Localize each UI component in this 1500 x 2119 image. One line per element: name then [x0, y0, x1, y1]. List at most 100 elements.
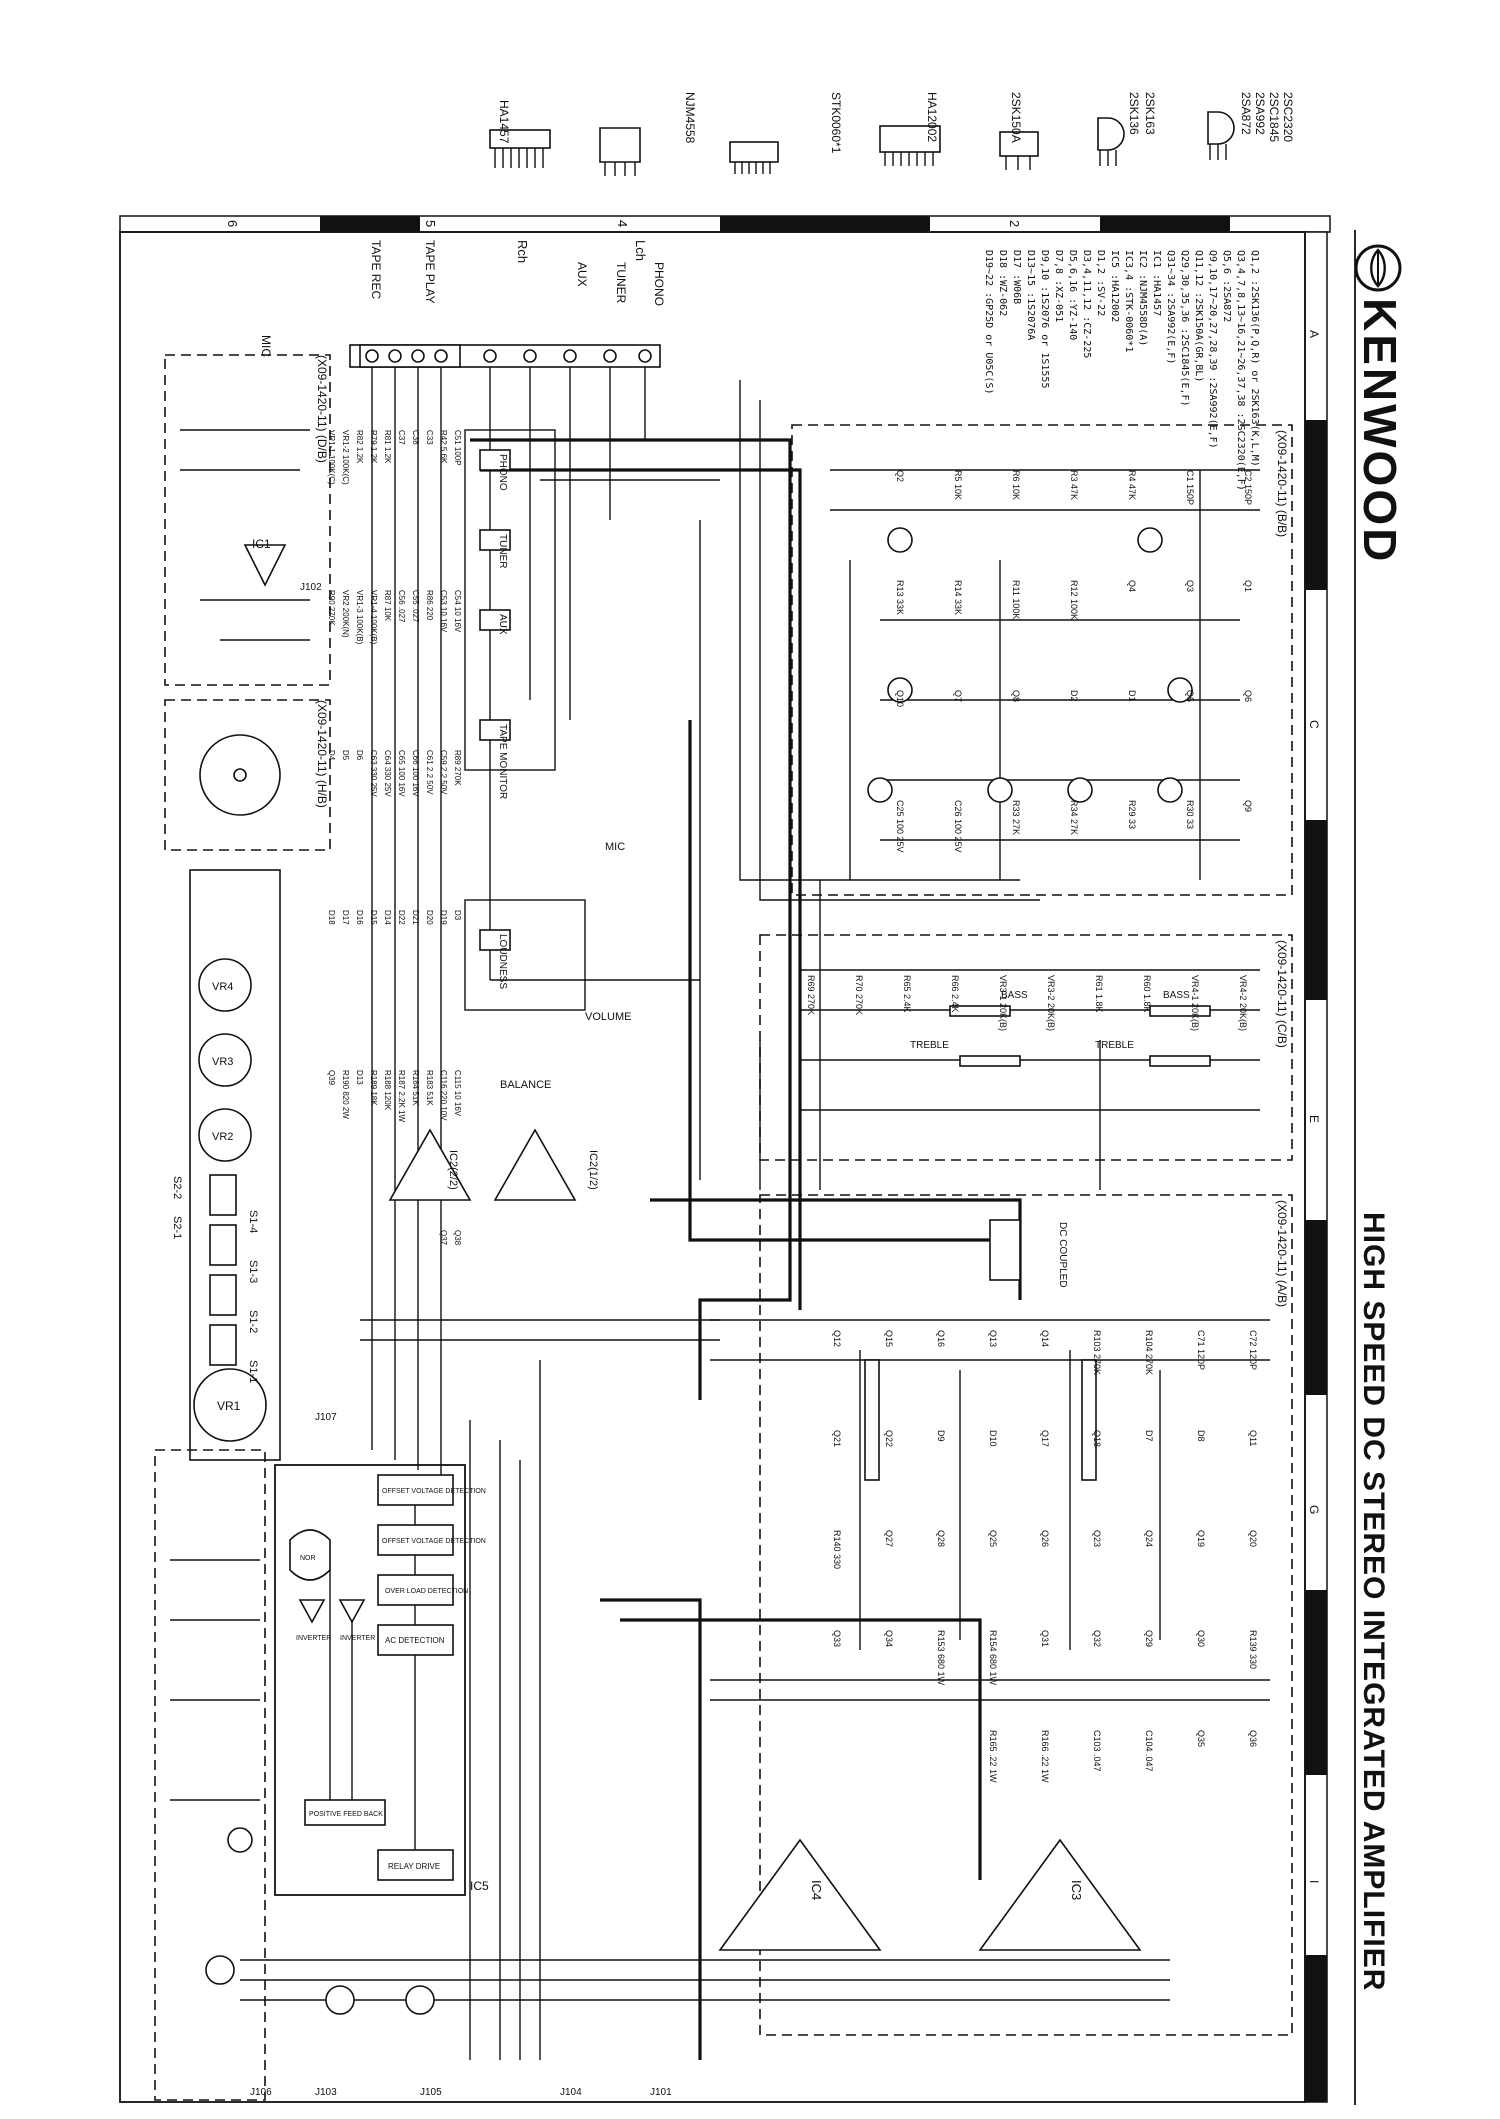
grid-letter-e: E	[1307, 1115, 1321, 1123]
board-a-value: Q33	[832, 1630, 842, 1647]
left-circuit-value: R183 51K	[425, 1070, 434, 1106]
board-b-value: Q4	[1127, 580, 1137, 592]
grid-right-strip: A B C D E F G H I J	[1304, 231, 1328, 2103]
board-a-value: R165 .22 1W	[988, 1730, 998, 1783]
jack-label-tape-rec: TAPE REC	[369, 240, 383, 299]
prot-ac: AC DETECTION	[385, 1636, 445, 1645]
board-a-value: Q11	[1248, 1430, 1258, 1446]
page-title: HIGH SPEED DC STEREO INTEGRATED AMPLIFIE…	[1357, 1212, 1390, 1991]
package-label-stk0060: STK0060*1	[829, 92, 843, 154]
grid-number-5: 5	[423, 220, 438, 227]
ic2a-label: IC2(1/2)	[587, 1150, 599, 1190]
control-label-bass-1: BASS	[1163, 990, 1190, 1001]
board-a-value: Q17	[1040, 1430, 1050, 1447]
left-circuit-value: R86 220	[425, 590, 434, 621]
selector-switches: PHONO TUNER AUX TAPE MONITOR LOUDNESS DC…	[464, 429, 1068, 1288]
switch-label-loudness: LOUDNESS	[497, 934, 508, 989]
package-label-ha1457: HA1457	[497, 100, 511, 144]
left-circuit-value: VR1-4 100K(B)	[369, 590, 378, 645]
board-b-value: R33 27K	[1011, 800, 1021, 835]
left-circuit-value: D22	[397, 910, 406, 925]
parts-list-entry: Q1,2 :2SK136(P,Q,R) or 2SK163(K,L,M)	[1249, 250, 1260, 467]
board-d-label: (X09-1420-11) (D/B)	[315, 355, 329, 463]
grid-number-2: 2	[1007, 220, 1022, 227]
panel-vr4: VR4	[212, 981, 233, 993]
board-b-value: R11 100K	[1011, 580, 1021, 619]
board-b-value: Q9	[1243, 800, 1253, 812]
connector-label: J101	[650, 2087, 672, 2098]
left-circuit-value: D13	[355, 1070, 364, 1085]
board-b-value: Q3	[1185, 580, 1195, 592]
board-c-value: R66 2.4K	[950, 975, 960, 1013]
board-a-value: Q22	[884, 1430, 894, 1447]
left-circuit-value: C56 .027	[397, 590, 406, 623]
left-circuit-value: D6	[355, 750, 364, 761]
board-c: (X09-1420-11) (C/B) BASS BASS TREBLE TRE…	[759, 934, 1293, 1161]
grid-letter-g: G	[1307, 1505, 1321, 1514]
board-b-value: R29 33	[1127, 800, 1137, 829]
prot-offset-2: OFFSET VOLTAGE DETECTION	[382, 1538, 486, 1545]
package-2sk150a-icon	[999, 131, 1039, 170]
prot-offset-1: OFFSET VOLTAGE DETECTION	[382, 1488, 486, 1495]
parts-list-entry: D19~22 :GP25D or U05C(S)	[983, 250, 994, 395]
parts-list-entry: Q3,4,7,8,13~16,21~26,37,38 :2SC2320(E,F)	[1235, 250, 1246, 491]
grid-letter-f: F	[1307, 1310, 1321, 1317]
panel-s2-1: S2-1	[171, 1216, 183, 1239]
board-a-value: Q15	[884, 1330, 894, 1347]
left-circuit-value: D14	[383, 910, 392, 925]
grid-letter-c: C	[1307, 720, 1321, 729]
package-ha1457-icon	[489, 129, 551, 168]
parts-list-entry: D13~15 :1S2076A	[1025, 250, 1036, 340]
parts-list-entry: D9,10 :1S2076 or 1S1555	[1039, 250, 1050, 388]
knob-vr3-icon	[198, 1033, 252, 1087]
grid-letter-i: I	[1307, 1880, 1321, 1883]
left-circuit-value: R87 10K	[383, 590, 392, 622]
board-b-value: Q5	[1185, 690, 1195, 702]
knob-vr4-icon	[198, 958, 252, 1012]
board-a-value: Q20	[1248, 1530, 1258, 1547]
panel-vr1: VR1	[217, 1399, 241, 1413]
package-label-2sa872: 2SA872	[1239, 92, 1253, 135]
board-b-label: (X09-1420-11) (B/B)	[1275, 430, 1289, 537]
grid-number-4: 4	[615, 220, 630, 227]
grid-top-strip: 1 2 3 4 5 6	[119, 215, 1331, 233]
left-circuit-value: C116 220 10V	[439, 1070, 448, 1121]
left-circuit-value: R188 120K	[383, 1070, 392, 1111]
board-c-value: R70 270K	[854, 975, 864, 1015]
package-label-2sc2320: 2SC2320	[1281, 92, 1295, 142]
jack-label-tuner: TUNER	[614, 262, 628, 304]
package-stk0060-icon	[729, 141, 779, 174]
panel-vr3: VR3	[212, 1056, 233, 1068]
board-b-value: Q8	[1011, 690, 1021, 702]
left-circuit-value: D17	[341, 910, 350, 925]
left-circuit-value: D15	[369, 910, 378, 925]
board-b-value: R14 33K	[953, 580, 963, 615]
grid-letter-b: B	[1307, 530, 1321, 538]
left-circuit-value: C64 330 25V	[383, 750, 392, 797]
package-pinouts: HA1457 NJM4558 STK0060*1 HA12002 2SK150A	[489, 92, 1295, 176]
left-circuit-value: D21	[411, 910, 420, 925]
board-b-value: R13 33K	[895, 580, 905, 615]
board-b-value: R12 100K	[1069, 580, 1079, 620]
parts-list-entry: Q31~34 :2SA992(E,F)	[1165, 250, 1176, 364]
panel-s1-4: S1-4	[247, 1210, 259, 1233]
package-label-njm4558: NJM4558	[683, 92, 697, 144]
parts-list: Q1,2 :2SK136(P,Q,R) or 2SK163(K,L,M)Q3,4…	[983, 250, 1260, 491]
package-label-2sk136: 2SK136	[1127, 92, 1141, 135]
connector-label: J104	[560, 2087, 582, 2098]
panel-s1-1: S1-1	[247, 1360, 259, 1383]
board-a-value: R139 330	[1248, 1630, 1258, 1669]
package-njm4558-icon	[599, 127, 641, 176]
jack-label-aux: AUX	[575, 262, 589, 287]
grid-letter-d: D	[1307, 915, 1321, 924]
connector-label: J102	[300, 582, 322, 593]
ic2b-label: IC2(2/2)	[447, 1150, 459, 1190]
parts-list-entry: Q9,10,17~20,27,28,39 :2SA992(E,F)	[1207, 250, 1218, 449]
left-circuit-value: Q38	[453, 1230, 462, 1246]
switch-label-aux: AUX	[497, 614, 508, 635]
left-circuit-value: C59 2.2 50V	[439, 750, 448, 795]
left-circuit-value: VR2 200K(N)	[341, 590, 350, 638]
